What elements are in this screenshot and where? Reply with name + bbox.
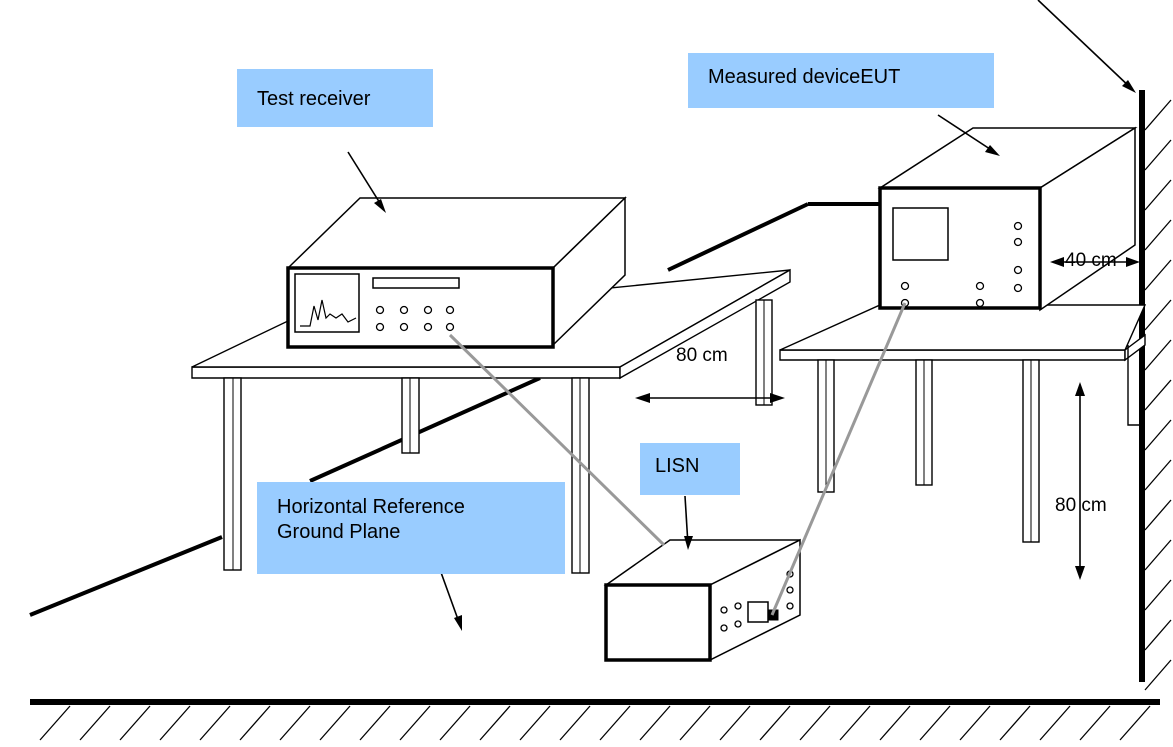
knob <box>399 305 409 315</box>
hatch-line <box>439 705 471 741</box>
eut-table <box>779 304 1147 543</box>
hatch-line <box>199 705 231 741</box>
hatch-line <box>1144 379 1172 411</box>
hatch-line <box>1144 179 1172 211</box>
hatch-line <box>1144 339 1172 371</box>
hatch-line <box>1144 219 1172 251</box>
hatch-line <box>479 705 511 741</box>
knob <box>734 620 742 628</box>
hatch-line <box>959 705 991 741</box>
hatch-line <box>1144 459 1172 491</box>
hatch-line <box>519 705 551 741</box>
hatch-line <box>1144 539 1172 571</box>
knob <box>1013 237 1023 247</box>
measured-device-label: Measured deviceEUT <box>688 53 994 108</box>
eut-device <box>877 126 1138 312</box>
hatch-line <box>39 705 71 741</box>
hatch-line <box>1144 99 1172 131</box>
knob <box>786 586 794 594</box>
knob <box>734 602 742 610</box>
hatch-line <box>1144 299 1172 331</box>
hatch-line <box>119 705 151 741</box>
cables <box>448 302 907 616</box>
hatch-line <box>759 705 791 741</box>
ground-plane-line <box>29 202 880 617</box>
table-height-dimension: 80 cm <box>1055 495 1107 516</box>
hatch-line <box>919 705 951 741</box>
knob <box>445 322 455 332</box>
hatch-line <box>279 705 311 741</box>
ground-plane-label-line2: Ground Plane <box>277 521 401 543</box>
hatch-line <box>679 705 711 741</box>
knob <box>1013 265 1023 275</box>
knob <box>975 281 985 291</box>
knob <box>720 624 728 632</box>
hatch-line <box>1039 705 1071 741</box>
hatch-line <box>559 705 591 741</box>
knob <box>900 281 910 291</box>
test-receiver-label: Test receiver <box>237 69 433 127</box>
hatch-line <box>839 705 871 741</box>
knob <box>1013 221 1023 231</box>
ground-plane-label: Horizontal Reference Ground Plane <box>257 482 565 574</box>
hatch-line <box>1144 659 1172 691</box>
eut-to-wall-dimension: 40 cm <box>1065 250 1117 271</box>
knob <box>975 298 985 308</box>
hatch-line <box>79 705 111 741</box>
floor <box>30 699 1160 741</box>
knob <box>375 322 385 332</box>
knob <box>423 305 433 315</box>
hatch-line <box>1144 579 1172 611</box>
knob <box>786 602 794 610</box>
lisn-device <box>603 538 801 662</box>
knob <box>375 305 385 315</box>
hatch-line <box>879 705 911 741</box>
hatch-line <box>1079 705 1111 741</box>
dimension-arrows <box>635 257 1140 580</box>
hatch-line <box>999 705 1031 741</box>
hatch-line <box>1144 419 1172 451</box>
hatch-line <box>159 705 191 741</box>
knob <box>720 606 728 614</box>
hatch-line <box>239 705 271 741</box>
knob <box>399 322 409 332</box>
hatch-line <box>319 705 351 741</box>
ground-plane-label-line1: Horizontal Reference <box>277 496 465 518</box>
hatch-line <box>1144 499 1172 531</box>
test-receiver <box>286 196 627 349</box>
hatch-line <box>1144 139 1172 171</box>
hatch-line <box>639 705 671 741</box>
hatch-line <box>1144 259 1172 291</box>
hatch-line <box>599 705 631 741</box>
lisn-label: LISN <box>640 443 740 495</box>
hatch-line <box>1144 619 1172 651</box>
table-gap-dimension: 80 cm <box>676 345 728 366</box>
knob <box>445 305 455 315</box>
knob <box>1013 283 1023 293</box>
hatch-line <box>719 705 751 741</box>
hatch-line <box>399 705 431 741</box>
hatch-line <box>1119 705 1151 741</box>
vertical-reference-wall <box>1037 0 1172 691</box>
knob <box>423 322 433 332</box>
hatch-line <box>359 705 391 741</box>
hatch-line <box>799 705 831 741</box>
